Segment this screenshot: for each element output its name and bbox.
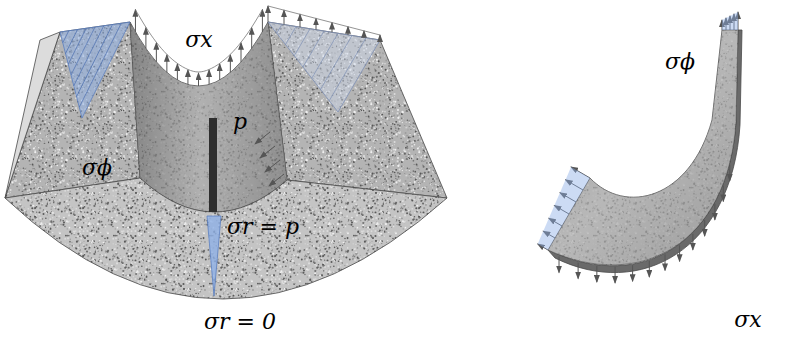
axial-stress-arrow [729, 165, 730, 181]
axial-stress-arrow [665, 254, 666, 270]
hatch-line [77, 25, 113, 97]
axial-stress-arrow [177, 64, 178, 80]
axial-stress-arrow [692, 234, 693, 250]
axial-stress-arrow [348, 27, 349, 35]
axial-stress-arrow [230, 55, 231, 73]
stress-envelope [268, 6, 380, 35]
stress-label: σϕ [82, 156, 112, 180]
axial-stress-arrow [380, 35, 381, 40]
hatch-line [329, 38, 366, 101]
axial-stress-arrow [219, 64, 220, 80]
hatch-line [277, 24, 282, 33]
axial-stress-arrow [559, 257, 560, 273]
hatch-line [312, 33, 338, 78]
cut-face [268, 22, 447, 198]
shell-thickness [548, 30, 742, 273]
hatch-line [294, 29, 310, 56]
hatch-line [68, 28, 86, 64]
pressure-arrow [255, 132, 270, 144]
axial-stress-arrow [649, 261, 650, 277]
radial-stress-distribution [207, 216, 221, 296]
axial-stress-arrow [251, 28, 252, 49]
axial-stress-arrow [156, 43, 157, 62]
axial-stress-arrow [596, 266, 597, 282]
axial-stress-arrow [364, 31, 365, 38]
axial-stress-arrow [714, 204, 715, 220]
strain-stripe [209, 118, 217, 212]
axial-stress-arrow [187, 70, 188, 85]
pressure-arrow [260, 146, 275, 158]
cut-face [5, 22, 140, 198]
axial-stress-arrow [704, 220, 705, 236]
pressure-arrow [265, 160, 280, 172]
axial-stress-arrow [300, 14, 301, 27]
hatch-line [303, 31, 324, 67]
axial-stress-arrow [262, 10, 263, 32]
axial-stress-arrow [615, 267, 616, 283]
axial-stress-arrow [679, 245, 680, 261]
axial-stress-arrow [316, 18, 317, 29]
axial-stress-arrow [723, 185, 724, 201]
stress-envelope [135, 10, 262, 72]
axial-stress-arrow [198, 73, 199, 86]
shell-surface [548, 30, 738, 265]
inner-surface [130, 22, 287, 212]
outer-surface [5, 32, 60, 198]
stress-label: σϕ [665, 50, 695, 74]
hoop-stress-distribution [60, 22, 130, 118]
stress-label: p [233, 110, 247, 134]
pressure-arrow [269, 174, 284, 186]
shell-texture [548, 30, 738, 265]
axial-stress-arrow [332, 23, 333, 33]
annular-face [5, 178, 447, 299]
hoop-stress-distribution [268, 22, 380, 112]
axial-stress-arrow [145, 28, 146, 49]
axial-stress-arrow [632, 265, 633, 281]
inner-surface-texture [130, 22, 287, 212]
hoop-stress-distribution [538, 167, 590, 250]
stress-label: σx [185, 28, 212, 52]
axial-stress-arrow [166, 55, 167, 73]
axial-stress-arrow [578, 263, 579, 279]
hatch-line [63, 31, 69, 43]
stress-label: σx [734, 308, 761, 332]
stress-label: σr = p [227, 215, 299, 239]
axial-stress-arrow [284, 10, 285, 24]
stress-label: σr = 0 [204, 310, 276, 334]
hatch-line [286, 27, 297, 45]
hatch-line [74, 26, 104, 86]
hatch-line [321, 36, 353, 90]
axial-stress-arrow [268, 6, 269, 22]
axial-stress-arrow [135, 10, 136, 32]
axial-stress-arrow [241, 43, 242, 62]
hatch-line [79, 23, 121, 107]
axial-stress-arrow [209, 70, 210, 85]
hoop-stress-distribution [722, 12, 738, 30]
